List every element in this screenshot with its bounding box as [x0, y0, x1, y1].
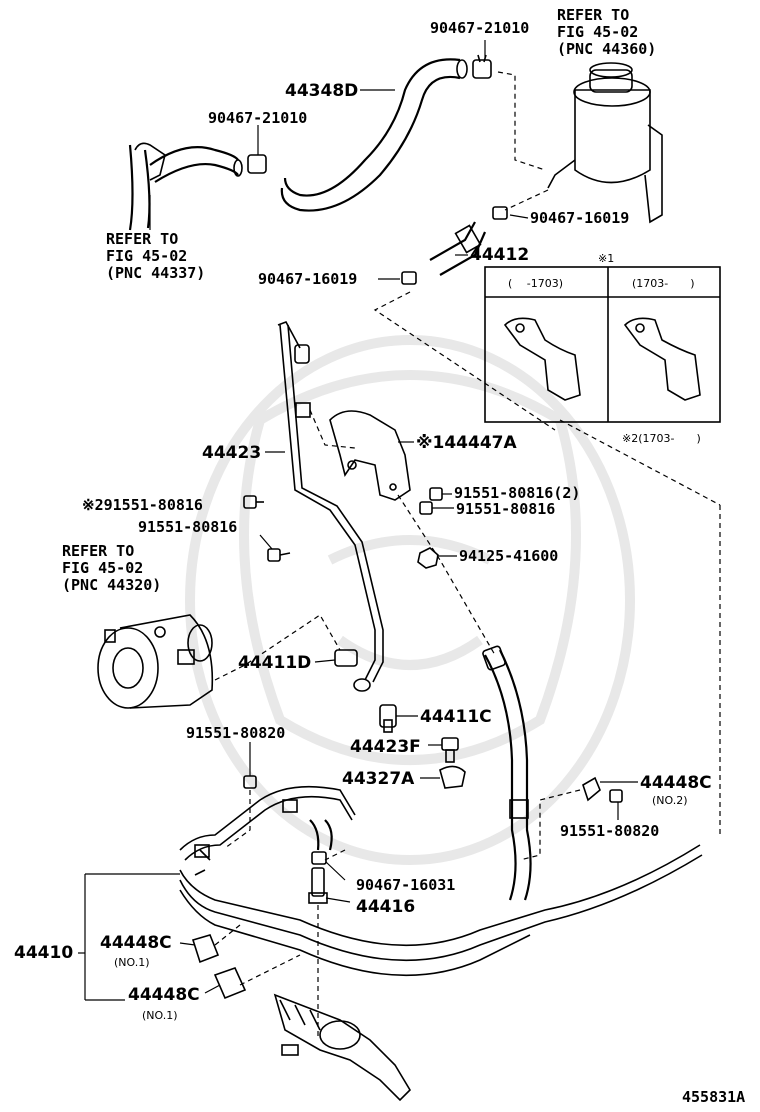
bolt-91551-80816-d [267, 548, 291, 562]
label-44412: 44412 [470, 245, 529, 265]
label-90467-16019-l: 90467-16019 [258, 270, 357, 288]
label-44448c-r: 44448C [640, 773, 712, 793]
label-refer-mid-2: FIG 45-02 [62, 559, 143, 577]
leader-dash-12 [324, 849, 346, 861]
clamp-44448c-no2 [582, 776, 601, 802]
label-94125-41600: 94125-41600 [459, 547, 558, 565]
part-labels: 90467-21010 REFER TO FIG 45-02 (PNC 4436… [14, 6, 745, 1106]
label-44411d: 44411D [238, 653, 311, 673]
hose-44412 [401, 206, 508, 285]
label-91551-80820-r: 91551-80820 [560, 822, 659, 840]
fitting-44411d [334, 649, 358, 667]
label-91551-80816-b: 91551-80816(2) [454, 484, 580, 502]
power-steering-pump [97, 614, 214, 709]
leader-dash-7 [224, 790, 251, 849]
leader-dash-2 [504, 189, 549, 211]
clamp-44448c-no1-b [213, 967, 247, 1000]
bolt-91551-80816-a [243, 495, 264, 509]
label-91551-80816-d: 91551-80816 [138, 518, 237, 536]
leader-dash-14 [239, 954, 301, 986]
label-figure-id: 455831A [682, 1088, 745, 1106]
clamp-90467-16031 [311, 851, 327, 865]
label-refer-top-1: REFER TO [557, 6, 629, 24]
inset-box [484, 266, 721, 423]
leader-dash-5 [397, 494, 496, 656]
hose-44348d [280, 58, 468, 212]
bracket-44447a [329, 410, 411, 501]
label-no1-a: (NO.1) [114, 956, 150, 969]
label-inset-col1: ( -1703) [508, 277, 563, 290]
leader-dash-1 [497, 71, 546, 171]
label-no2: (NO.2) [652, 794, 688, 807]
clamp-44448c-no1-a [191, 934, 220, 964]
label-refer-left-2: FIG 45-02 [106, 247, 187, 265]
label-44411c: 44411C [420, 707, 492, 727]
leader-dash-10 [559, 419, 721, 506]
bolt-91551-80820-r [609, 789, 623, 803]
steering-gear [273, 993, 412, 1102]
label-44447a: ※144447A [416, 433, 517, 453]
bolt-91551-80816-c [419, 501, 433, 515]
leader-lines [78, 40, 638, 1001]
label-44348d: 44348D [285, 81, 358, 101]
bolt-44423f [441, 737, 459, 763]
label-44448c-b: 44448C [128, 985, 200, 1005]
label-91551-80816-c: 91551-80816 [456, 500, 555, 518]
union-bolt-44411c [379, 704, 397, 733]
return-hose [482, 645, 532, 901]
hose-left-upper [128, 142, 243, 231]
nut-94125-41600 [417, 547, 439, 569]
fitting-44416 [308, 867, 328, 904]
pressure-lines-44410 [179, 785, 703, 977]
label-90467-21010-top: 90467-21010 [430, 19, 529, 37]
label-90467-16031: 90467-16031 [356, 876, 455, 894]
pipe-44423 [277, 321, 384, 692]
label-note1-mark: ※1 [598, 252, 614, 265]
label-refer-top-3: (PNC 44360) [557, 40, 656, 58]
watermark-emblem [185, 335, 635, 865]
label-44410: 44410 [14, 943, 73, 963]
label-refer-left-1: REFER TO [106, 230, 178, 248]
leader-dash-3 [373, 291, 556, 431]
clamp-90467-21010-top [472, 54, 492, 79]
label-44416: 44416 [356, 897, 415, 917]
label-44327a: 44327A [342, 769, 415, 789]
clamp-44327a [439, 765, 466, 789]
label-refer-top-2: FIG 45-02 [557, 23, 638, 41]
label-note2-bracket: ※2(1703- ) [622, 432, 701, 445]
label-90467-16019-r: 90467-16019 [530, 209, 629, 227]
leader-dash-8 [519, 789, 581, 861]
label-91551-80820-l: 91551-80820 [186, 724, 285, 742]
label-inset-col2: (1703- ) [632, 277, 695, 290]
label-44448c-a: 44448C [100, 933, 172, 953]
reservoir-tank [547, 62, 663, 224]
label-90467-21010-left: 90467-21010 [208, 109, 307, 127]
label-no1-b: (NO.1) [142, 1009, 178, 1022]
clamp-90467-21010-left [247, 154, 267, 174]
label-refer-mid-1: REFER TO [62, 542, 134, 560]
label-44423: 44423 [202, 443, 261, 463]
label-91551-80816-a: ※291551-80816 [82, 496, 203, 514]
label-refer-mid-3: (PNC 44320) [62, 576, 161, 594]
bolt-91551-80816-b [429, 487, 443, 501]
leader-dash-4 [309, 409, 356, 449]
label-44423f: 44423F [350, 737, 421, 757]
label-refer-left-3: (PNC 44337) [106, 264, 205, 282]
